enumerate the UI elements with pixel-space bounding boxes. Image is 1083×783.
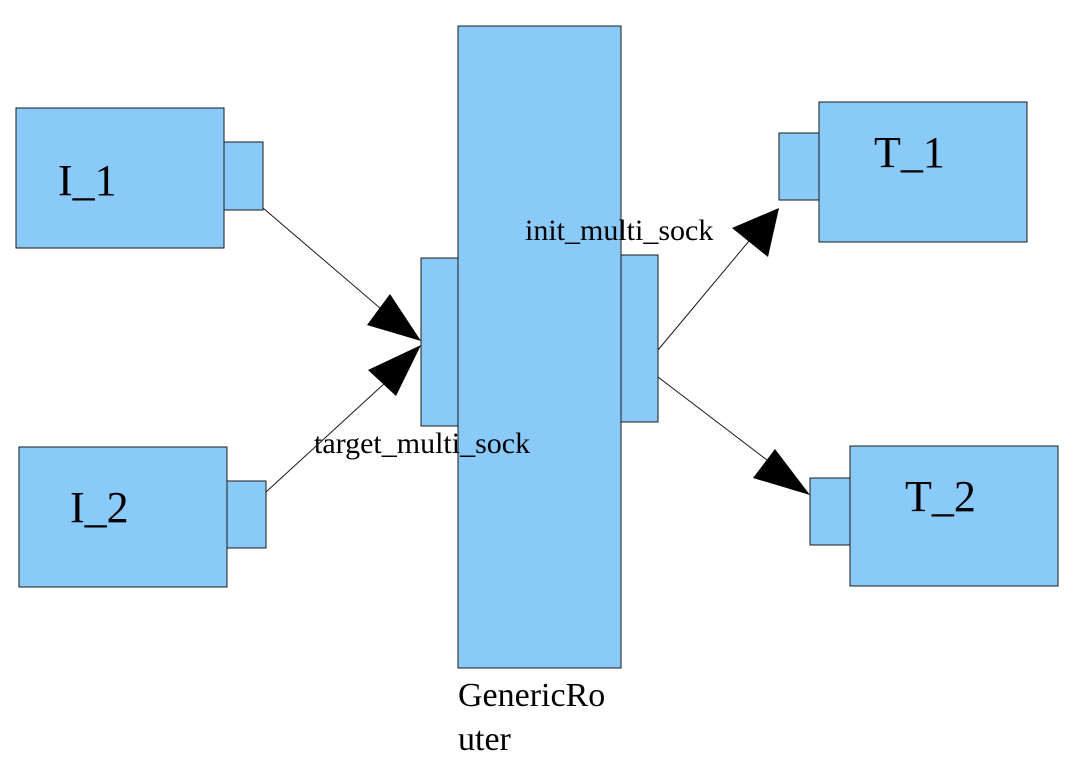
connector-router-to-t1 <box>657 234 755 351</box>
router-target-socket <box>420 257 459 427</box>
initiator-i2-socket <box>226 480 267 549</box>
initiator-i1-block: I_1 <box>15 107 264 249</box>
target-t1-label: T_1 <box>874 128 945 177</box>
connector-router-to-t2 <box>657 376 785 474</box>
target-t1-socket <box>778 132 820 201</box>
arrowhead-router-to-t1 <box>732 208 779 257</box>
arrowhead-router-to-t2 <box>753 449 810 495</box>
target-t2-block: T_2 <box>809 445 1059 587</box>
target-t1-body <box>818 101 1028 243</box>
router-body <box>457 25 622 669</box>
target-t2-body <box>849 445 1059 587</box>
router-label-line1: GenericRo <box>458 677 605 714</box>
arrowhead-i1-to-router <box>367 294 421 341</box>
arrowhead-i2-to-router <box>368 345 421 396</box>
initiator-i2-label: I_2 <box>70 483 129 532</box>
initiator-i2-body <box>18 446 228 588</box>
initiator-i1-body <box>15 107 225 249</box>
target-t1-block: T_1 <box>778 101 1028 243</box>
target-t2-socket <box>809 477 851 546</box>
target-t2-label: T_2 <box>905 472 976 521</box>
connector-i1-to-router <box>262 207 395 321</box>
init-socket-label: init_multi_sock <box>525 214 713 247</box>
target-socket-label: target_multi_sock <box>314 427 530 460</box>
generic-router-block: init_multi_sock target_multi_sock Generi… <box>314 25 713 758</box>
initiator-i2-block: I_2 <box>18 446 267 588</box>
connector-i2-to-router <box>265 371 398 493</box>
router-label-line2: uter <box>458 721 512 758</box>
initiator-i1-label: I_1 <box>58 156 117 205</box>
router-init-socket <box>620 254 659 423</box>
initiator-i1-socket <box>223 141 264 211</box>
connections <box>262 207 810 495</box>
